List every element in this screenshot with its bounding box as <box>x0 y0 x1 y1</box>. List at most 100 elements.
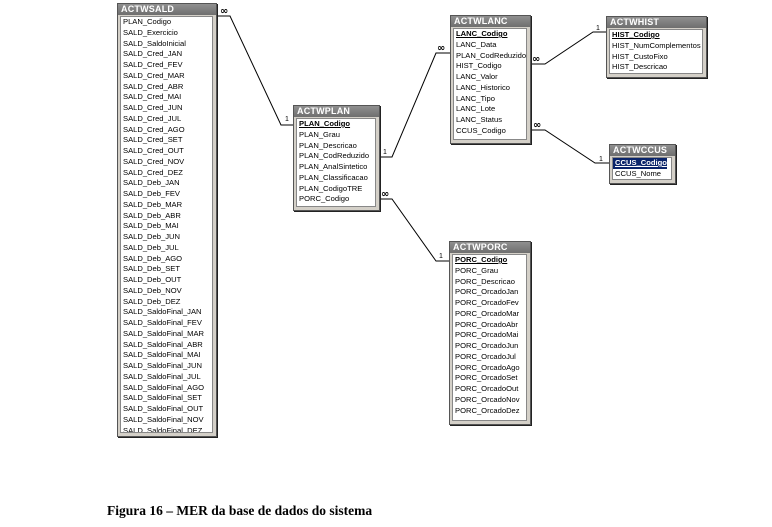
field-sald-saldofinal-jun[interactable]: SALD_SaldoFinal_JUN <box>123 361 202 370</box>
table-title[interactable]: ACTWSALD <box>118 4 216 15</box>
field-lanc-data[interactable]: LANC_Data <box>456 39 497 49</box>
field-sald-saldofinal-ago[interactable]: SALD_SaldoFinal_AGO <box>123 382 205 392</box>
field-sald-cred-dez[interactable]: SALD_Cred_DEZ <box>123 167 183 177</box>
field-sald-saldofinal-dez[interactable]: SALD_SaldoFinal_DEZ <box>123 425 203 433</box>
field-sald-exercicio[interactable]: SALD_Exercicio <box>123 27 178 37</box>
field-lanc-historico[interactable]: LANC_Historico <box>456 82 511 92</box>
field-sald-cred-nov[interactable]: SALD_Cred_NOV <box>123 156 185 166</box>
field-ccus-codigo[interactable]: CCUS_Codigo <box>613 158 668 170</box>
rel-plan-lanc-one: 1 <box>383 149 387 156</box>
field-sald-cred-mai[interactable]: SALD_Cred_MAI <box>123 92 182 102</box>
table-title[interactable]: ACTWPLAN <box>294 106 379 117</box>
field-porc-orcadomar[interactable]: PORC_OrcadoMar <box>455 308 520 318</box>
field-sald-saldofinal-abr[interactable]: SALD_SaldoFinal_ABR <box>123 339 203 349</box>
field-sald-deb-fev[interactable]: SALD_Deb_FEV <box>123 189 180 198</box>
field-hist-codigo[interactable]: HIST_Codigo <box>612 30 660 39</box>
field-sald-saldofinal-out[interactable]: SALD_SaldoFinal_OUT <box>123 404 204 413</box>
field-sald-deb-dez[interactable]: SALD_Deb_DEZ <box>123 296 181 306</box>
field-sald-saldoinicial[interactable]: SALD_SaldoInicial <box>123 38 186 48</box>
field-plan-codigo[interactable]: PLAN_Codigo <box>123 17 172 26</box>
field-sald-deb-abr[interactable]: SALD_Deb_ABR <box>123 210 181 220</box>
field-lanc-codigo[interactable]: LANC_Codigo <box>456 29 508 38</box>
field-porc-orcadoout[interactable]: PORC_OrcadoOut <box>455 384 519 393</box>
field-porc-orcadofev[interactable]: PORC_OrcadoFev <box>455 298 519 307</box>
table-title[interactable]: ACTWHIST <box>607 17 706 28</box>
rel-lanc-hist-many: ∞ <box>532 54 540 65</box>
field-ccus-nome[interactable]: CCUS_Nome <box>615 168 661 178</box>
field-porc-orcadojun[interactable]: PORC_OrcadoJun <box>455 341 519 350</box>
field-porc-orcadodez[interactable]: PORC_OrcadoDez <box>455 405 520 415</box>
field-sald-cred-fev[interactable]: SALD_Cred_FEV <box>123 60 183 69</box>
field-sald-saldofinal-mai[interactable]: SALD_SaldoFinal_MAI <box>123 350 201 360</box>
field-plan-codreduzido[interactable]: PLAN_CodReduzido <box>456 50 526 60</box>
field-plan-classificacao[interactable]: PLAN_Classificacao <box>299 172 368 182</box>
field-sald-cred-out[interactable]: SALD_Cred_OUT <box>123 146 184 155</box>
field-sald-saldofinal-mar[interactable]: SALD_SaldoFinal_MAR <box>123 328 205 338</box>
field-plan-analsintetico[interactable]: PLAN_AnalSintetico <box>299 162 368 171</box>
field-porc-orcadojan[interactable]: PORC_OrcadoJan <box>455 287 519 297</box>
field-sald-saldofinal-fev[interactable]: SALD_SaldoFinal_FEV <box>123 318 202 327</box>
field-hist-descricao[interactable]: HIST_Descricao <box>612 62 668 72</box>
field-sald-deb-mai[interactable]: SALD_Deb_MAI <box>123 221 179 231</box>
field-sald-cred-ago[interactable]: SALD_Cred_AGO <box>123 124 185 134</box>
field-lanc-lote[interactable]: LANC_Lote <box>456 104 496 114</box>
field-porc-orcadoabr[interactable]: PORC_OrcadoAbr <box>455 319 518 329</box>
field-sald-deb-set[interactable]: SALD_Deb_SET <box>123 264 180 274</box>
field-porc-orcadoago[interactable]: PORC_OrcadoAgo <box>455 362 520 372</box>
field-sald-deb-jun[interactable]: SALD_Deb_JUN <box>123 232 180 241</box>
field-sald-cred-jul[interactable]: SALD_Cred_JUL <box>123 113 182 123</box>
field-plan-descricao[interactable]: PLAN_Descricao <box>299 140 357 150</box>
table-title[interactable]: ACTWPORC <box>450 242 530 253</box>
field-porc-orcadomai[interactable]: PORC_OrcadoMai <box>455 330 519 340</box>
field-sald-saldofinal-jan[interactable]: SALD_SaldoFinal_JAN <box>123 307 202 317</box>
field-lanc-tipo[interactable]: LANC_Tipo <box>456 93 495 103</box>
field-sald-saldofinal-nov[interactable]: SALD_SaldoFinal_NOV <box>123 414 204 424</box>
rel-plan-lanc-line <box>380 52 450 158</box>
field-porc-descricao[interactable]: PORC_Descricao <box>455 276 515 286</box>
field-porc-grau[interactable]: PORC_Grau <box>455 265 499 275</box>
field-porc-codigo[interactable]: PORC_Codigo <box>299 194 350 204</box>
field-sald-deb-out[interactable]: SALD_Deb_OUT <box>123 275 182 284</box>
field-sald-deb-jan[interactable]: SALD_Deb_JAN <box>123 178 180 188</box>
field-hist-codigo[interactable]: HIST_Codigo <box>456 61 502 71</box>
field-sald-deb-nov[interactable]: SALD_Deb_NOV <box>123 285 182 295</box>
field-porc-orcadojul[interactable]: PORC_OrcadoJul <box>455 351 516 361</box>
field-sald-cred-jun[interactable]: SALD_Cred_JUN <box>123 103 183 112</box>
field-sald-cred-jan[interactable]: SALD_Cred_JAN <box>123 49 183 59</box>
field-sald-deb-jul[interactable]: SALD_Deb_JUL <box>123 242 179 252</box>
field-porc-orcadonov[interactable]: PORC_OrcadoNov <box>455 394 520 404</box>
field-hist-custofixo[interactable]: HIST_CustoFixo <box>612 51 668 61</box>
field-lanc-status[interactable]: LANC_Status <box>456 115 503 124</box>
table-title[interactable]: ACTWLANC <box>451 16 530 27</box>
field-plan-grau[interactable]: PLAN_Grau <box>299 129 340 139</box>
table-title[interactable]: ACTWCCUS <box>610 145 675 156</box>
field-plan-codigo[interactable]: PLAN_Codigo <box>299 119 351 128</box>
field-porc-orcadoset[interactable]: PORC_OrcadoSet <box>455 373 518 383</box>
field-sald-cred-mar[interactable]: SALD_Cred_MAR <box>123 70 185 80</box>
field-sald-saldofinal-jul[interactable]: SALD_SaldoFinal_JUL <box>123 371 201 381</box>
field-sald-deb-ago[interactable]: SALD_Deb_AGO <box>123 253 183 263</box>
field-plan-codigotre[interactable]: PLAN_CodigoTRE <box>299 183 363 193</box>
rel-plan-lanc-many: ∞ <box>437 43 445 54</box>
field-sald-cred-set[interactable]: SALD_Cred_SET <box>123 135 183 145</box>
field-sald-saldofinal-set[interactable]: SALD_SaldoFinal_SET <box>123 393 202 403</box>
field-porc-codigo[interactable]: PORC_Codigo <box>455 255 508 264</box>
field-sald-deb-mar[interactable]: SALD_Deb_MAR <box>123 199 183 209</box>
field-plan-codreduzido[interactable]: PLAN_CodReduzido <box>299 151 370 161</box>
field-sald-cred-abr[interactable]: SALD_Cred_ABR <box>123 81 184 91</box>
field-lanc-valor[interactable]: LANC_Valor <box>456 72 498 81</box>
field-ccus-codigo[interactable]: CCUS_Codigo <box>456 125 506 135</box>
field-hist-numcomplementos[interactable]: HIST_NumComplementos <box>612 40 701 50</box>
